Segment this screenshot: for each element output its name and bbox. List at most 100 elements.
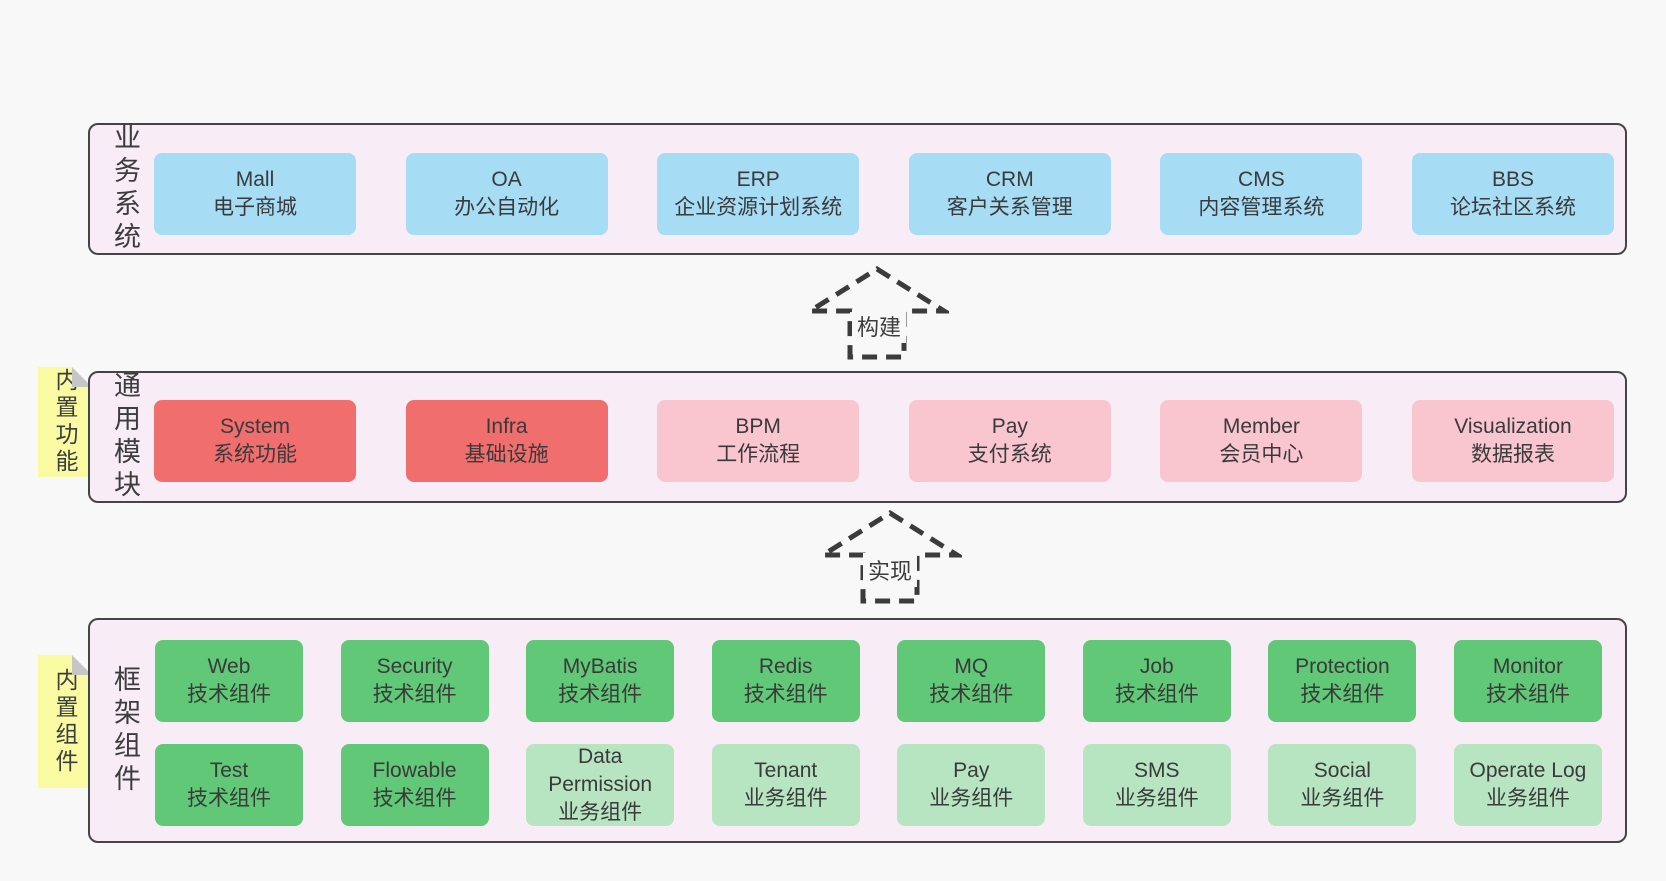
box-visualization: Visualization 数据报表 <box>1411 400 1614 482</box>
box-subtitle: 技术组件 <box>372 683 457 706</box>
box-web: Web 技术组件 <box>155 640 303 722</box>
box-subtitle: 业务组件 <box>743 787 828 810</box>
box-title: Data Permission <box>548 745 653 797</box>
layer-modules-side-label: 通用模块 <box>110 371 140 503</box>
box-subtitle: 工作流程 <box>716 443 801 466</box>
box-title: System <box>219 415 290 439</box>
box-subtitle: 基础设施 <box>464 443 549 466</box>
box-cms: CMS 内容管理系统 <box>1160 153 1363 235</box>
box-crm: CRM 客户关系管理 <box>908 153 1111 235</box>
box-title: Security <box>376 655 453 679</box>
implement-arrow-label: 实现 <box>862 553 918 587</box>
box-test: Test 技术组件 <box>155 744 303 826</box>
box-title: SMS <box>1134 759 1180 783</box>
box-operate-log: Operate Log 业务组件 <box>1453 744 1602 826</box>
box-title: ERP <box>736 168 780 192</box>
box-pay-module: Pay 支付系统 <box>908 400 1111 482</box>
box-title: Social <box>1313 759 1371 783</box>
box-subtitle: 会员中心 <box>1219 443 1304 466</box>
components-box-row-1: Web 技术组件 Security 技术组件 MyBatis 技术组件 Redi… <box>155 640 1602 722</box>
box-bpm: BPM 工作流程 <box>657 400 860 482</box>
layer-business-side-label: 业务系统 <box>110 123 140 255</box>
box-subtitle: 业务组件 <box>1485 787 1570 810</box>
box-subtitle: 系统功能 <box>213 443 297 466</box>
box-subtitle: 技术组件 <box>187 787 271 810</box>
components-box-row-2: Test 技术组件 Flowable 技术组件 Data Permission … <box>155 744 1602 826</box>
business-box-row: Mall 电子商城 OA 办公自动化 ERP 企业资源计划系统 CRM 客户关系… <box>154 153 1614 235</box>
box-subtitle: 论坛社区系统 <box>1449 196 1576 219</box>
build-arrow-up-icon <box>805 264 949 362</box>
box-bbs: BBS 论坛社区系统 <box>1411 153 1614 235</box>
box-subtitle: 技术组件 <box>929 683 1014 706</box>
box-subtitle: 业务组件 <box>1114 787 1199 810</box>
box-mall: Mall 电子商城 <box>154 153 356 235</box>
box-data-permission: Data Permission 业务组件 <box>526 744 675 826</box>
modules-box-row: System 系统功能 Infra 基础设施 BPM 工作流程 Pay 支付系统… <box>154 400 1614 482</box>
layer-framework-components: 框架组件 Web 技术组件 Security 技术组件 MyBatis 技术组件… <box>88 618 1627 843</box>
box-title: Member <box>1222 415 1300 439</box>
box-title: Flowable <box>372 759 457 783</box>
box-title: CRM <box>985 168 1034 192</box>
box-job: Job 技术组件 <box>1082 640 1231 722</box>
box-monitor: Monitor 技术组件 <box>1453 640 1602 722</box>
box-subtitle: 业务组件 <box>1300 787 1385 810</box>
box-redis: Redis 技术组件 <box>711 640 860 722</box>
box-protection: Protection 技术组件 <box>1268 640 1417 722</box>
box-subtitle: 业务组件 <box>929 787 1014 810</box>
box-title: OA <box>491 168 522 192</box>
box-subtitle: 技术组件 <box>1300 683 1385 706</box>
box-system: System 系统功能 <box>154 400 356 482</box>
box-title: BPM <box>735 415 781 439</box>
box-subtitle: 办公自动化 <box>454 196 560 219</box>
box-title: BBS <box>1491 168 1534 192</box>
box-title: Visualization <box>1454 415 1572 439</box>
build-arrow-label: 构建 <box>851 309 907 343</box>
box-infra: Infra 基础设施 <box>405 400 608 482</box>
sticky-note-built-in-components: 内置组件 <box>38 655 92 788</box>
box-subtitle: 电子商城 <box>213 196 297 219</box>
box-flowable: Flowable 技术组件 <box>340 744 489 826</box>
box-erp: ERP 企业资源计划系统 <box>657 153 860 235</box>
box-subtitle: 技术组件 <box>372 787 457 810</box>
box-title: Infra <box>485 415 528 439</box>
box-subtitle: 企业资源计划系统 <box>674 196 843 219</box>
box-social: Social 业务组件 <box>1268 744 1417 826</box>
box-title: Web <box>207 655 251 679</box>
implement-arrow-up-icon <box>818 508 962 606</box>
sticky-note-built-in-features: 内置功能 <box>38 367 92 477</box>
box-title: Operate Log <box>1469 759 1587 783</box>
box-title: MyBatis <box>562 655 638 679</box>
box-title: Protection <box>1295 655 1390 679</box>
box-subtitle: 技术组件 <box>1485 683 1570 706</box>
box-mybatis: MyBatis 技术组件 <box>526 640 675 722</box>
layer-common-modules: 通用模块 System 系统功能 Infra 基础设施 BPM 工作流程 Pay… <box>88 371 1627 503</box>
box-subtitle: 内容管理系统 <box>1198 196 1325 219</box>
box-subtitle: 技术组件 <box>558 683 643 706</box>
box-title: Tenant <box>754 759 818 783</box>
box-title: Pay <box>953 759 990 783</box>
box-pay-component: Pay 业务组件 <box>897 744 1046 826</box>
box-subtitle: 技术组件 <box>187 683 271 706</box>
box-member: Member 会员中心 <box>1160 400 1363 482</box>
box-oa: OA 办公自动化 <box>405 153 608 235</box>
sticky-label: 内置组件 <box>52 667 78 776</box>
box-subtitle: 技术组件 <box>743 683 828 706</box>
layer-components-side-label: 框架组件 <box>110 664 140 797</box>
box-title: Pay <box>991 415 1028 439</box>
box-title: Monitor <box>1492 655 1563 679</box>
layer-business-systems: 业务系统 Mall 电子商城 OA 办公自动化 ERP 企业资源计划系统 CRM… <box>88 123 1627 255</box>
box-title: Mall <box>235 168 275 192</box>
box-security: Security 技术组件 <box>340 640 489 722</box>
box-mq: MQ 技术组件 <box>897 640 1046 722</box>
box-sms: SMS 业务组件 <box>1082 744 1231 826</box>
box-tenant: Tenant 业务组件 <box>711 744 860 826</box>
box-subtitle: 数据报表 <box>1470 443 1555 466</box>
box-title: Test <box>209 759 249 783</box>
box-title: Redis <box>758 655 813 679</box>
box-subtitle: 支付系统 <box>967 443 1052 466</box>
box-title: Job <box>1139 655 1174 679</box>
box-title: CMS <box>1238 168 1285 192</box>
box-title: MQ <box>954 655 989 679</box>
box-subtitle: 业务组件 <box>558 800 643 824</box>
